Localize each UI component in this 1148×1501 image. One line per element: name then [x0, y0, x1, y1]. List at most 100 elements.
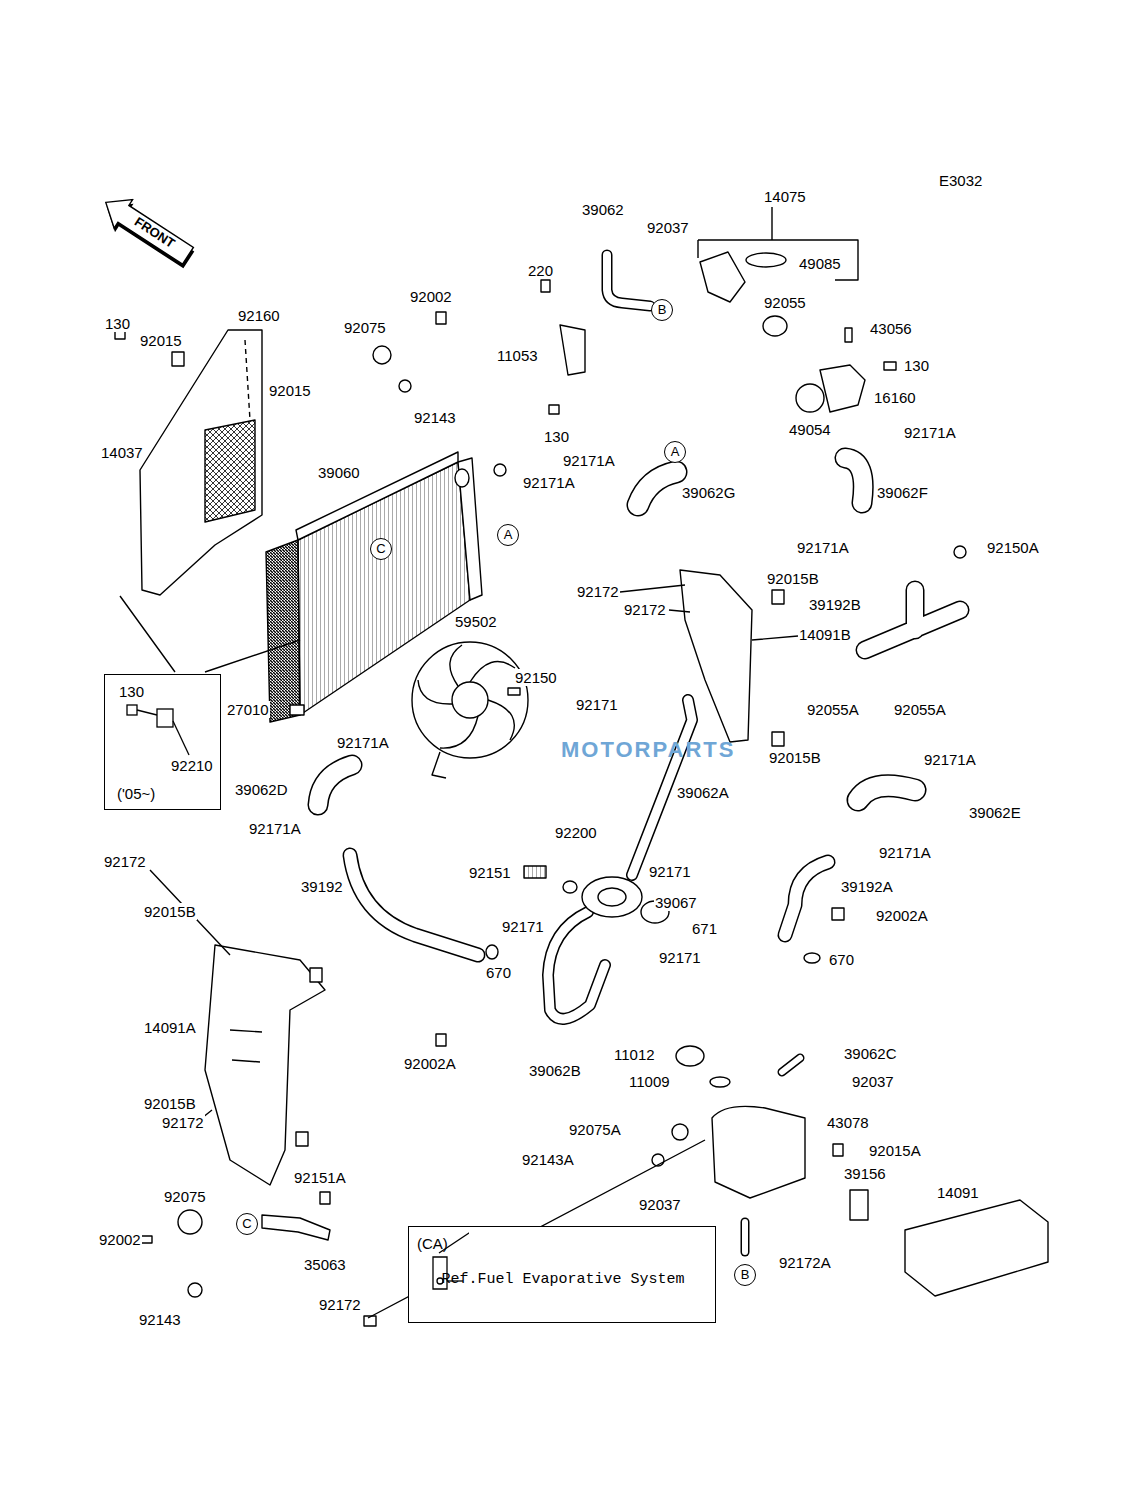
callout-number: 39060	[317, 464, 361, 481]
callout-number: 92171	[575, 696, 619, 713]
callout-number: 92037	[638, 1196, 682, 1213]
callout-number: 92171A	[248, 820, 302, 837]
callout-number: 39192	[300, 878, 344, 895]
reference-letter: B	[735, 1265, 755, 1284]
callout-number: 130	[903, 357, 930, 374]
callout-number: 92015B	[768, 749, 822, 766]
callout-number: (CA)	[417, 1235, 448, 1252]
callout-number: 92171A	[923, 751, 977, 768]
callout-number: 92055A	[806, 701, 860, 718]
callout-number: 92172	[623, 601, 667, 618]
callout-number: 92151	[468, 864, 512, 881]
reference-box: (CA) Ref.Fuel Evaporative System	[408, 1226, 716, 1323]
callout-number: 92171	[658, 949, 702, 966]
callout-number: 92171	[648, 863, 692, 880]
callout-number: 92200	[554, 824, 598, 841]
callout-number: 92015B	[766, 570, 820, 587]
callout-number: 39062C	[843, 1045, 898, 1062]
callout-number: 92015A	[868, 1142, 922, 1159]
callout-number: 39067	[654, 894, 698, 911]
callout-number: 92171A	[796, 539, 850, 556]
callout-number: 14075	[763, 188, 807, 205]
callout-number: 92037	[646, 219, 690, 236]
callout-number: 92171A	[562, 452, 616, 469]
diagram-code: E3032	[938, 172, 983, 189]
callout-number: 27010	[226, 701, 270, 718]
reference-letter: B	[652, 300, 672, 319]
callout-number: 92151A	[293, 1169, 347, 1186]
callout-number: 92160	[237, 307, 281, 324]
callout-number: 39062G	[681, 484, 736, 501]
callout-number: 92171A	[522, 474, 576, 491]
callout-number: 670	[828, 951, 855, 968]
callout-number: 92002	[98, 1231, 142, 1248]
callout-number: 92015B	[143, 903, 197, 920]
callout-number: 39062A	[676, 784, 730, 801]
reference-circle: B	[734, 1264, 756, 1286]
callout-number: 92075A	[568, 1121, 622, 1138]
callout-number: 92171A	[903, 424, 957, 441]
reference-letter: A	[665, 442, 685, 461]
callout-number: 14091A	[143, 1019, 197, 1036]
arrow-body: FRONT	[94, 187, 202, 276]
callout-number: 39062B	[528, 1062, 582, 1079]
callout-number: 130	[119, 683, 144, 700]
callout-number: 92150A	[986, 539, 1040, 556]
callout-number: ('05~)	[117, 785, 155, 802]
callout-number: 39062D	[234, 781, 289, 798]
watermark: MOTORPARTS	[560, 737, 736, 763]
reference-note: Ref.Fuel Evaporative System	[433, 1269, 693, 1291]
callout-number: 14091	[936, 1184, 980, 1201]
callout-number: 92002A	[875, 907, 929, 924]
callout-number: 92037	[851, 1073, 895, 1090]
callout-number: 130	[543, 428, 570, 445]
callout-number: 130	[104, 315, 131, 332]
callout-number: 11009	[628, 1073, 671, 1090]
callout-number: 92055	[763, 294, 807, 311]
callout-number: 92015	[268, 382, 312, 399]
callout-number: 16160	[873, 389, 917, 406]
callout-number: 671	[691, 920, 718, 937]
callout-number: 14037	[100, 444, 144, 461]
callout-number: 220	[527, 262, 554, 279]
callout-number: 92143A	[521, 1151, 575, 1168]
callout-number: 49054	[788, 421, 832, 438]
callout-number: 39192A	[840, 878, 894, 895]
callout-number: 92055A	[893, 701, 947, 718]
callout-number: 43078	[826, 1114, 870, 1131]
callout-number: 92143	[138, 1311, 182, 1328]
callout-number: 92172A	[778, 1254, 832, 1271]
callout-number: 14091B	[798, 626, 852, 643]
note-box: 130 92210 ('05~)	[104, 674, 221, 810]
callout-number: 92172	[318, 1296, 362, 1313]
callout-number: 92015B	[143, 1095, 197, 1112]
callout-number: 39156	[843, 1165, 887, 1182]
callout-number: 92075	[343, 319, 387, 336]
callout-number: 39192B	[808, 596, 862, 613]
callout-number: 92171	[501, 918, 545, 935]
callout-number: 92171A	[878, 844, 932, 861]
callout-number: 92075	[163, 1188, 207, 1205]
callout-number: 11012	[613, 1046, 656, 1063]
callout-number: 92210	[171, 757, 213, 774]
callout-number: 92015	[139, 332, 183, 349]
reference-circle: A	[664, 441, 686, 463]
callout-number: 92172	[161, 1114, 205, 1131]
reference-circle: C	[370, 538, 392, 560]
reference-circle: B	[651, 299, 673, 321]
callout-number: 49085	[798, 255, 842, 272]
reference-circle: C	[236, 1213, 258, 1235]
callout-number: 39062F	[876, 484, 929, 501]
reference-letter: C	[371, 539, 391, 558]
callout-number: 92002	[409, 288, 453, 305]
callout-number: 92143	[413, 409, 457, 426]
callout-number: 92172	[103, 853, 147, 870]
reference-circle: A	[497, 524, 519, 546]
reference-letter: C	[237, 1214, 257, 1233]
callout-number: 670	[485, 964, 512, 981]
callout-number: 39062	[581, 201, 625, 218]
callout-number: 92002A	[403, 1055, 457, 1072]
callout-number: 92150	[514, 669, 558, 686]
front-arrow: FRONT	[96, 188, 200, 272]
